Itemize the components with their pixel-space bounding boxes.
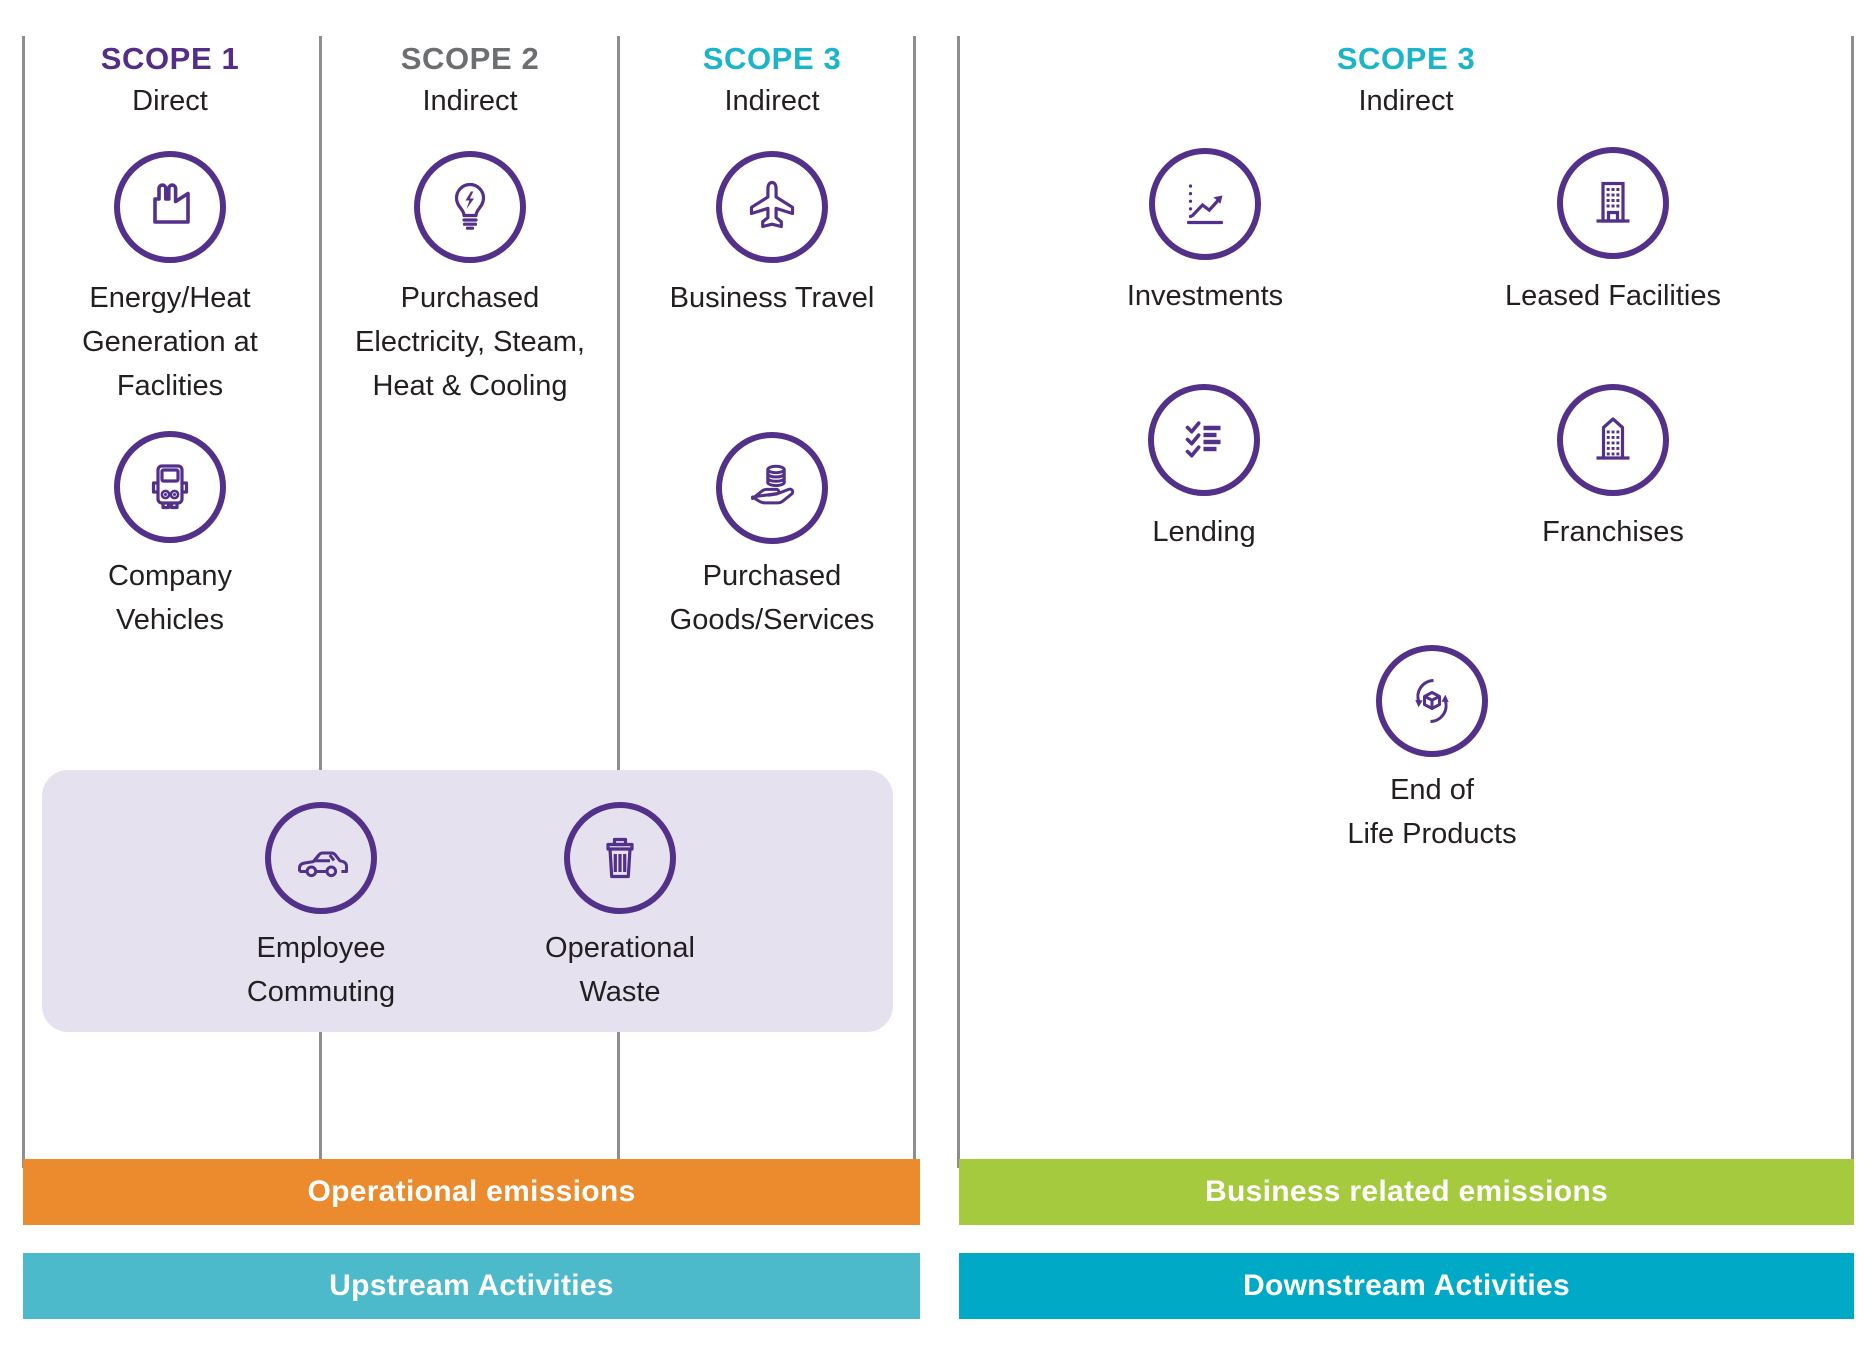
investments-label: Investments [1126,280,1284,312]
end-of-life-label: End of Life Products [1347,774,1517,850]
company-vehicle-icon [114,431,226,543]
scope3-title: SCOPE 3 [702,41,842,76]
operational-emissions-bar-label: Operational emissions [307,1175,636,1208]
scope3-right-header: SCOPE 3 Indirect [959,40,1853,120]
business-travel-label: Business Travel [669,282,875,314]
airplane-icon-glyph [749,180,795,229]
left-group-right-line [913,36,916,1168]
scope1-column-header: SCOPE 1 Direct [0,40,350,120]
factory-icon [114,151,226,263]
shared-emissions-box [42,770,893,1032]
scope3-right-kind: Indirect [1358,85,1454,117]
scope2-title: SCOPE 2 [400,41,540,76]
leased-facilities-label: Leased Facilities [1505,280,1721,312]
airplane-icon [716,151,828,263]
scope2-kind: Indirect [422,85,518,117]
car-icon [265,802,377,914]
business-related-emissions-bar-label: Business related emissions [1205,1175,1608,1208]
upstream-activities-bar: Upstream Activities [23,1253,920,1319]
lending-icon [1148,384,1260,496]
business-related-emissions-bar: Business related emissions [959,1159,1854,1225]
scope3-column-header: SCOPE 3 Indirect [592,40,952,120]
operational-emissions-bar: Operational emissions [23,1159,920,1225]
company-vehicle-icon-glyph [151,464,189,510]
purchased-goods-icon-glyph [751,464,795,505]
right-group-left-line [957,36,960,1168]
car-icon-glyph [298,851,348,878]
column-divider-2 [617,36,620,1168]
scope3-kind: Indirect [724,85,820,117]
franchises-icon-glyph [1596,417,1630,460]
leased-facilities-icon-glyph [1596,181,1630,223]
purchased-electricity-label: Purchased Electricity, Steam, Heat & Coo… [355,282,585,402]
left-group-left-line [22,36,25,1168]
upstream-activities-bar-label: Upstream Activities [329,1269,614,1302]
scope2-column-header: SCOPE 2 Indirect [290,40,650,120]
downstream-activities-bar: Downstream Activities [959,1253,1854,1319]
employee-commuting-label: Employee Commuting [246,932,396,1008]
investments-icon-glyph [1186,184,1224,225]
right-group-right-line [1851,36,1854,1168]
scope1-kind: Direct [132,85,208,117]
trash-icon-glyph [606,837,634,879]
lending-icon-glyph [1185,421,1221,458]
scope3-right-title: SCOPE 3 [1336,41,1476,76]
lightbulb-icon-glyph [454,182,486,230]
factory-icon-glyph [153,183,190,224]
investments-icon [1149,148,1261,260]
end-of-life-icon-glyph [1415,679,1449,723]
end-of-life-icon [1376,645,1488,757]
energy-heat-label: Energy/Heat Generation at Faclities [82,282,258,402]
purchased-goods-label: Purchased Goods/Services [669,560,875,636]
lightbulb-icon [414,151,526,263]
trash-icon [564,802,676,914]
company-vehicles-label: Company Vehicles [107,560,233,636]
scope1-title: SCOPE 1 [100,41,240,76]
leased-facilities-icon [1557,147,1669,259]
lending-label: Lending [1152,516,1256,548]
operational-waste-label: Operational Waste [545,932,695,1008]
franchises-label: Franchises [1542,516,1684,548]
column-divider-1 [319,36,322,1168]
purchased-goods-icon [716,432,828,544]
franchises-icon [1557,384,1669,496]
downstream-activities-bar-label: Downstream Activities [1243,1269,1570,1302]
